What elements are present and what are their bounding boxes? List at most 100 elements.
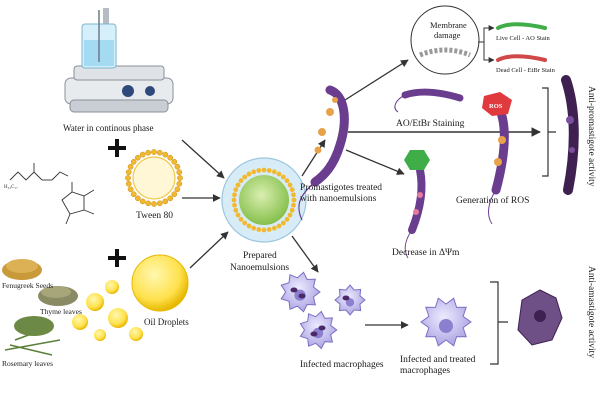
surfactant-head bbox=[176, 169, 183, 176]
surfactant-head bbox=[171, 191, 178, 198]
live-cell-label: Live Cell - AO Stain bbox=[496, 35, 551, 42]
surfactant-head bbox=[284, 178, 290, 184]
surfactant-head bbox=[251, 169, 257, 175]
anti-amastigote-label: Anti-amastigote activity bbox=[586, 266, 596, 359]
infected-macrophages-icon bbox=[280, 271, 366, 350]
bracket bbox=[490, 281, 508, 365]
infected-label: Infected macrophages bbox=[300, 359, 384, 370]
arrow bbox=[478, 25, 495, 43]
arrow bbox=[483, 42, 495, 63]
treated-label-1: Infected and treated bbox=[400, 354, 476, 365]
plus-icon bbox=[108, 139, 126, 157]
aoetbr-label: AO/EtBr Staining bbox=[396, 119, 465, 129]
surfactant-head bbox=[145, 149, 152, 156]
tween-label: Tween 80 bbox=[136, 211, 173, 221]
surfactant-head bbox=[238, 216, 244, 222]
membrane-label-2: damage bbox=[434, 30, 461, 40]
ros-promastigote-icon bbox=[488, 105, 509, 225]
surfactant-head bbox=[280, 174, 286, 180]
tween80-structure-icon bbox=[9, 163, 95, 225]
arrow bbox=[301, 139, 326, 177]
arrow bbox=[345, 149, 405, 175]
surfactant-head bbox=[233, 207, 239, 213]
macrophage-cell bbox=[334, 284, 366, 316]
surfactant-head bbox=[134, 154, 141, 161]
rosemary-label: Rosemary leaves bbox=[2, 359, 53, 368]
surfactant-head bbox=[151, 201, 157, 207]
dead-cell-label: Dead Cell - EtBr Stain bbox=[496, 67, 556, 74]
rosemary-bowl-icon bbox=[14, 316, 54, 336]
bracket bbox=[542, 87, 556, 177]
micelle-core bbox=[132, 156, 176, 200]
surfactant-head bbox=[261, 167, 267, 173]
damaged-promastigote-icon bbox=[561, 75, 579, 195]
arrow bbox=[189, 231, 229, 269]
surfactant-head bbox=[130, 158, 137, 165]
promastigotes-label-1: Promastigotes treated bbox=[300, 183, 382, 193]
ros-label: Generation of ROS bbox=[456, 195, 529, 206]
surfactant-head bbox=[174, 186, 181, 193]
surfactant-head bbox=[145, 200, 152, 207]
surfactant-head bbox=[256, 168, 262, 173]
surfactant-head bbox=[125, 175, 131, 181]
surfactant-head bbox=[287, 182, 293, 188]
plus-icon bbox=[108, 249, 126, 267]
stained-promastigote-icon bbox=[394, 88, 464, 113]
surfactant-head bbox=[256, 227, 262, 232]
fenugreek-seeds-icon bbox=[2, 259, 42, 280]
oil-droplets-icon bbox=[72, 254, 189, 341]
surfactant-head bbox=[289, 207, 295, 213]
thyme-leaves-icon bbox=[38, 286, 78, 306]
live-cell-icon bbox=[496, 22, 547, 30]
surfactant-head bbox=[171, 158, 178, 165]
surfactant-head bbox=[156, 149, 163, 156]
surfactant-head bbox=[167, 154, 174, 161]
amastigote bbox=[342, 295, 350, 301]
surfactant-head bbox=[271, 169, 277, 175]
surfactant-head bbox=[291, 202, 296, 208]
promastigote-treated-icon bbox=[298, 85, 349, 221]
surfactant-head bbox=[232, 202, 237, 208]
damaged-amastigote-icon bbox=[517, 289, 563, 346]
surfactant-head bbox=[134, 195, 141, 202]
surfactant-head bbox=[287, 212, 293, 218]
nanoemulsions-label: Nanoemulsions bbox=[230, 263, 289, 273]
surfactant-head bbox=[127, 186, 134, 193]
amastigote bbox=[298, 293, 306, 299]
surfactant-head bbox=[289, 187, 295, 193]
surfactant-head bbox=[271, 225, 277, 231]
surfactant-head bbox=[291, 197, 297, 203]
surfactant-head bbox=[233, 187, 239, 193]
surfactant-head bbox=[235, 182, 241, 188]
ros-badge: ROS bbox=[482, 92, 512, 116]
surfactant-head bbox=[125, 180, 132, 187]
water-label: Water in continous phase bbox=[63, 123, 154, 133]
membrane-damage-icon bbox=[410, 5, 480, 75]
surfactant-head bbox=[235, 212, 241, 218]
surfactant-head bbox=[276, 223, 282, 229]
surfactant-head bbox=[251, 225, 257, 231]
membrane-label-1: Membrane bbox=[430, 20, 467, 30]
thyme-label: Thyme leaves bbox=[40, 307, 82, 316]
amastigote bbox=[290, 287, 298, 293]
arrow bbox=[291, 235, 319, 273]
surfactant-head bbox=[130, 191, 137, 198]
amastigote bbox=[310, 331, 318, 337]
macrophage-cell bbox=[420, 297, 472, 347]
surfactant-head bbox=[261, 227, 267, 233]
surfactant-head bbox=[162, 198, 169, 205]
surfactant-head bbox=[156, 200, 163, 207]
decrease-label: Decrease in ΔΨm bbox=[392, 248, 460, 258]
macrophage-cell bbox=[280, 271, 321, 313]
surfactant-head bbox=[232, 192, 237, 198]
surfactant-head bbox=[246, 223, 252, 229]
surfactant-head bbox=[125, 169, 132, 176]
surfactant-head bbox=[139, 151, 146, 158]
surfactant-head bbox=[139, 198, 146, 205]
chem-text: H₃₃C₁₇ bbox=[4, 185, 18, 190]
ros-badge-text: ROS bbox=[489, 103, 503, 110]
surfactant-head bbox=[174, 163, 181, 170]
hotplate-beaker-icon bbox=[64, 8, 174, 113]
nanoemulsion-droplet-icon bbox=[221, 157, 307, 243]
